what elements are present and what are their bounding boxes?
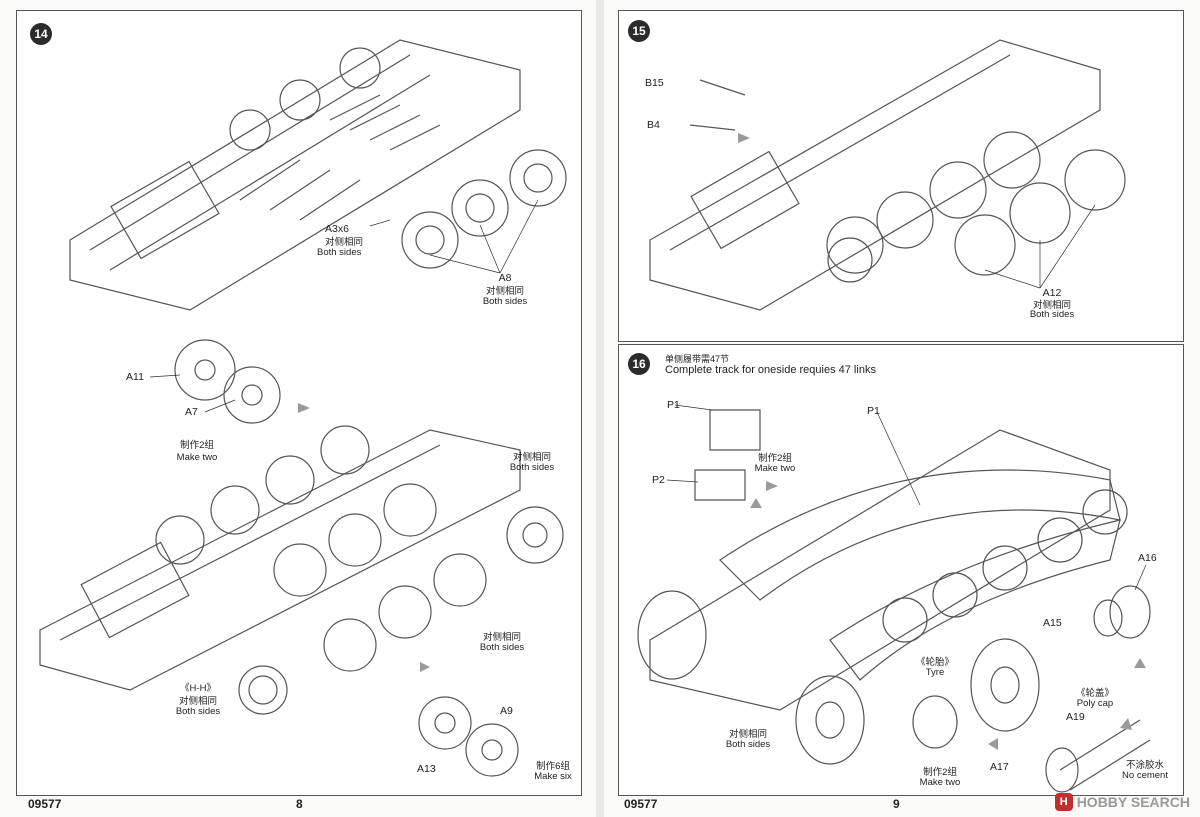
label-16-make-two-cn: 制作2组	[758, 453, 792, 464]
label-a12-cn: 对侧相同	[1032, 300, 1072, 311]
label-make-two-cn: 制作2组	[180, 440, 214, 451]
step14-upper-wheels	[229, 47, 567, 269]
hobby-search-logo-icon: H	[1054, 793, 1073, 811]
label-tyre-en: Tyre	[925, 667, 945, 678]
label-a15: A15	[1043, 617, 1062, 629]
step-14-frame	[16, 10, 582, 796]
left-product-code: 09577	[28, 797, 62, 811]
label-right-en: Both sides	[509, 462, 555, 473]
step16-chassis	[637, 409, 1151, 793]
label-make-six-cn: 制作6组	[536, 761, 570, 772]
label-bs-cn: 对侧相同	[728, 729, 768, 740]
hobby-search-watermark: H HOBBY SEARCH	[1054, 793, 1190, 811]
step14-lower-chassis	[39, 425, 564, 777]
label-hh-en: Both sides	[175, 706, 221, 717]
step-16-badge: 16	[628, 353, 650, 375]
label-a8-cn: 对侧相同	[485, 286, 525, 297]
label-right-cn: 对侧相同	[512, 452, 552, 463]
label-tyre-cn: 《轮胎》	[915, 657, 955, 668]
label-p1-track: P1	[867, 405, 880, 417]
label-p2: P2	[652, 474, 665, 486]
leader-lines	[149, 199, 1147, 591]
step-16-header-cn: 单侧履带需47节	[665, 354, 730, 364]
step15-chassis	[649, 39, 1126, 311]
label-hh-cn: 对侧相同	[178, 696, 218, 707]
label-mid-cn: 对侧相同	[482, 632, 522, 643]
label-make-six-en: Make six	[534, 771, 572, 782]
label-a8-en: Both sides	[482, 296, 528, 307]
step-14-badge: 14	[30, 23, 52, 45]
step-15-frame	[618, 10, 1184, 342]
right-product-code: 09577	[624, 797, 658, 811]
process-arrows	[298, 133, 1146, 750]
left-page-number: 8	[296, 797, 303, 811]
step-15-badge: 15	[628, 20, 650, 42]
label-a16: A16	[1138, 552, 1157, 564]
label-16-make-two-en: Make two	[754, 463, 796, 474]
right-page-number: 9	[893, 797, 900, 811]
label-mid-en: Both sides	[479, 642, 525, 653]
label-a7: A7	[185, 406, 198, 418]
step14-wheel-pair	[174, 339, 281, 424]
label-bs-en: Both sides	[725, 739, 771, 750]
label-mt-cn: 制作2组	[923, 767, 957, 778]
label-nocement-en: No cement	[1122, 770, 1168, 781]
label-a12-en: Both sides	[1029, 309, 1075, 320]
label-a3x6: A3x6	[325, 223, 349, 235]
page-gutter	[596, 0, 604, 817]
label-nocement-cn: 不涂胶水	[1125, 760, 1165, 771]
label-a17: A17	[990, 761, 1009, 773]
watermark-text: HOBBY SEARCH	[1076, 794, 1190, 810]
label-hh: 《H-H》	[180, 683, 216, 694]
label-b15: B15	[645, 77, 664, 89]
label-a8: A8	[498, 272, 512, 284]
label-a11: A11	[126, 371, 144, 383]
step-16-header-en: Complete track for oneside requies 47 li…	[665, 364, 876, 376]
label-a9: A9	[500, 705, 513, 717]
label-p1-small: P1	[667, 399, 680, 411]
label-polycap-en: Poly cap	[1076, 698, 1114, 709]
label-a13: A13	[417, 763, 436, 775]
label-a12: A12	[1042, 287, 1062, 299]
label-b4: B4	[647, 119, 660, 131]
label-mt-en: Make two	[919, 777, 961, 788]
label-a19: A19	[1066, 711, 1085, 723]
label-a3-en: Both sides	[317, 247, 362, 258]
label-make-two-en: Make two	[176, 452, 218, 463]
label-polycap-cn: 《轮盖》	[1075, 688, 1115, 699]
step-16-frame	[618, 344, 1184, 796]
label-a3-cn: 对侧相同	[325, 237, 364, 248]
